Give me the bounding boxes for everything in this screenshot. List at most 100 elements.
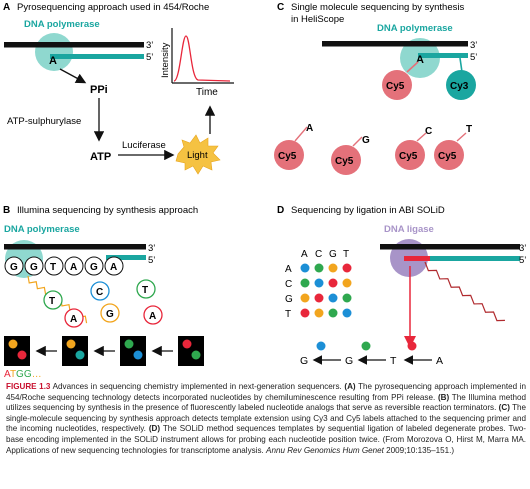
nucleotide-letter: A [70,314,77,325]
panel-b: B Illumina sequencing by synthesis appro… [3,205,204,380]
prime3-label: 3’ [519,243,526,254]
cluster-spot [75,350,85,360]
panel-c-title-line2: in HeliScope [291,14,344,25]
prime3-label: 3’ [470,40,477,51]
base-circle [4,256,24,276]
plot-xlabel: Time [196,87,218,98]
readout-sequence: ATGG… [4,369,42,380]
cy5-link [406,61,419,73]
enzyme-label: DNA polymerase [24,19,100,30]
matrix-col-label: A [301,249,308,260]
plot-ylabel: Intensity [160,42,171,78]
matrix-row-label: C [285,279,292,290]
light-label: Light [187,150,208,161]
cy3-dye [446,70,476,100]
sulphurylase-label: ATP-sulphurylase [7,116,81,127]
cycle-image [62,336,88,366]
matrix-dot [314,263,324,273]
caption-d-label: (D) [148,424,161,434]
readout-base: G [24,369,32,380]
caption-b-text: The Illumina method utilizes sequencing … [6,392,526,413]
nucleotide-circle [64,308,84,328]
polymerase-letter: A [49,55,57,67]
free-link [416,132,427,142]
light-burst-icon [175,134,221,175]
figure-1-3: A Pyrosequencing approach used in 454/Ro… [3,2,526,380]
free-cy5-dye [395,140,425,170]
nucleotide-letter: A [149,311,156,322]
luciferase-label: Luciferase [122,140,166,151]
readout-base: T [10,369,16,380]
free-cy5-label: Cy5 [399,151,418,162]
panel-b-letter: B [3,205,10,216]
panel-d: D Sequencing by ligation in ABI SOLiD DN… [277,205,526,367]
matrix-dot [300,308,310,318]
nucleotide-circle [100,303,120,323]
matrix-dot [300,278,310,288]
cy3-label: Cy3 [450,81,469,92]
panel-d-letter: D [277,205,284,216]
cycle-image [178,336,204,366]
decoded-base: G [345,355,353,367]
caption-c-label: (C) [498,403,510,413]
panel-a-letter: A [3,2,10,13]
free-cy5-label: Cy5 [278,151,297,162]
matrix-col-label: C [315,249,322,260]
free-cy5-label: Cy5 [438,151,457,162]
panel-c-title-line1: Single molecule sequencing by synthesis [291,2,464,13]
arrow-to-ppi [59,68,87,84]
matrix-dot [314,308,324,318]
base-circle [44,256,64,276]
imaging-cycles [4,336,204,366]
free-cy5-dye [274,140,304,170]
cycle-image [4,336,30,366]
probe-base: T [466,124,472,135]
color-space-matrix: A C G T A C G T [285,249,352,320]
probe-base: C [425,126,432,137]
probe-base: A [306,123,313,134]
prime5-label: 5’ [519,255,526,266]
matrix-dot [300,263,310,273]
color-call [407,341,417,351]
nucleotide-letter: T [142,285,148,296]
primer-strand [106,255,146,260]
template-strand [4,244,146,250]
panel-a: A Pyrosequencing approach used in 454/Ro… [3,2,234,175]
prime5-label: 5’ [148,255,155,266]
template-strand [322,41,468,47]
enzyme-label: DNA polymerase [4,224,80,235]
matrix-row-label: T [285,309,291,320]
caption-b-label: (B) [437,392,450,402]
prime3-label: 3’ [148,243,155,254]
panel-a-title: Pyrosequencing approach used in 454/Roch… [17,2,209,13]
panel-b-title: Illumina sequencing by synthesis approac… [17,205,198,216]
enzyme-label: DNA ligase [384,224,434,235]
cy5-label: Cy5 [386,81,405,92]
matrix-dot [342,263,352,273]
cluster-spot [182,339,192,349]
base-letter: G [30,262,38,273]
matrix-dot [300,293,310,303]
base-letter: A [110,262,117,273]
panel-c: C Single molecule sequencing by synthesi… [274,2,477,175]
readout-base: A [4,369,11,380]
caption-a-label: (A) [344,382,356,391]
free-link [456,132,467,142]
polymerase-letter: A [416,54,424,66]
matrix-dot [342,308,352,318]
matrix-dot [328,263,338,273]
prime5-label: 5’ [146,52,153,63]
free-cy5-dye [434,140,464,170]
nucleotide-circle [43,290,63,310]
probe-base: G [362,135,370,146]
matrix-dot [328,293,338,303]
enzyme-label: DNA polymerase [377,23,453,34]
nucleotide-circle [143,305,163,325]
base-circle [84,256,104,276]
caption-d-text: The SOLiD method sequences templates by … [6,424,526,444]
probe-tail-wave [424,261,505,322]
base-letter: G [90,262,98,273]
free-link [352,136,363,147]
matrix-dot [328,308,338,318]
free-cy5-dye [331,145,361,175]
